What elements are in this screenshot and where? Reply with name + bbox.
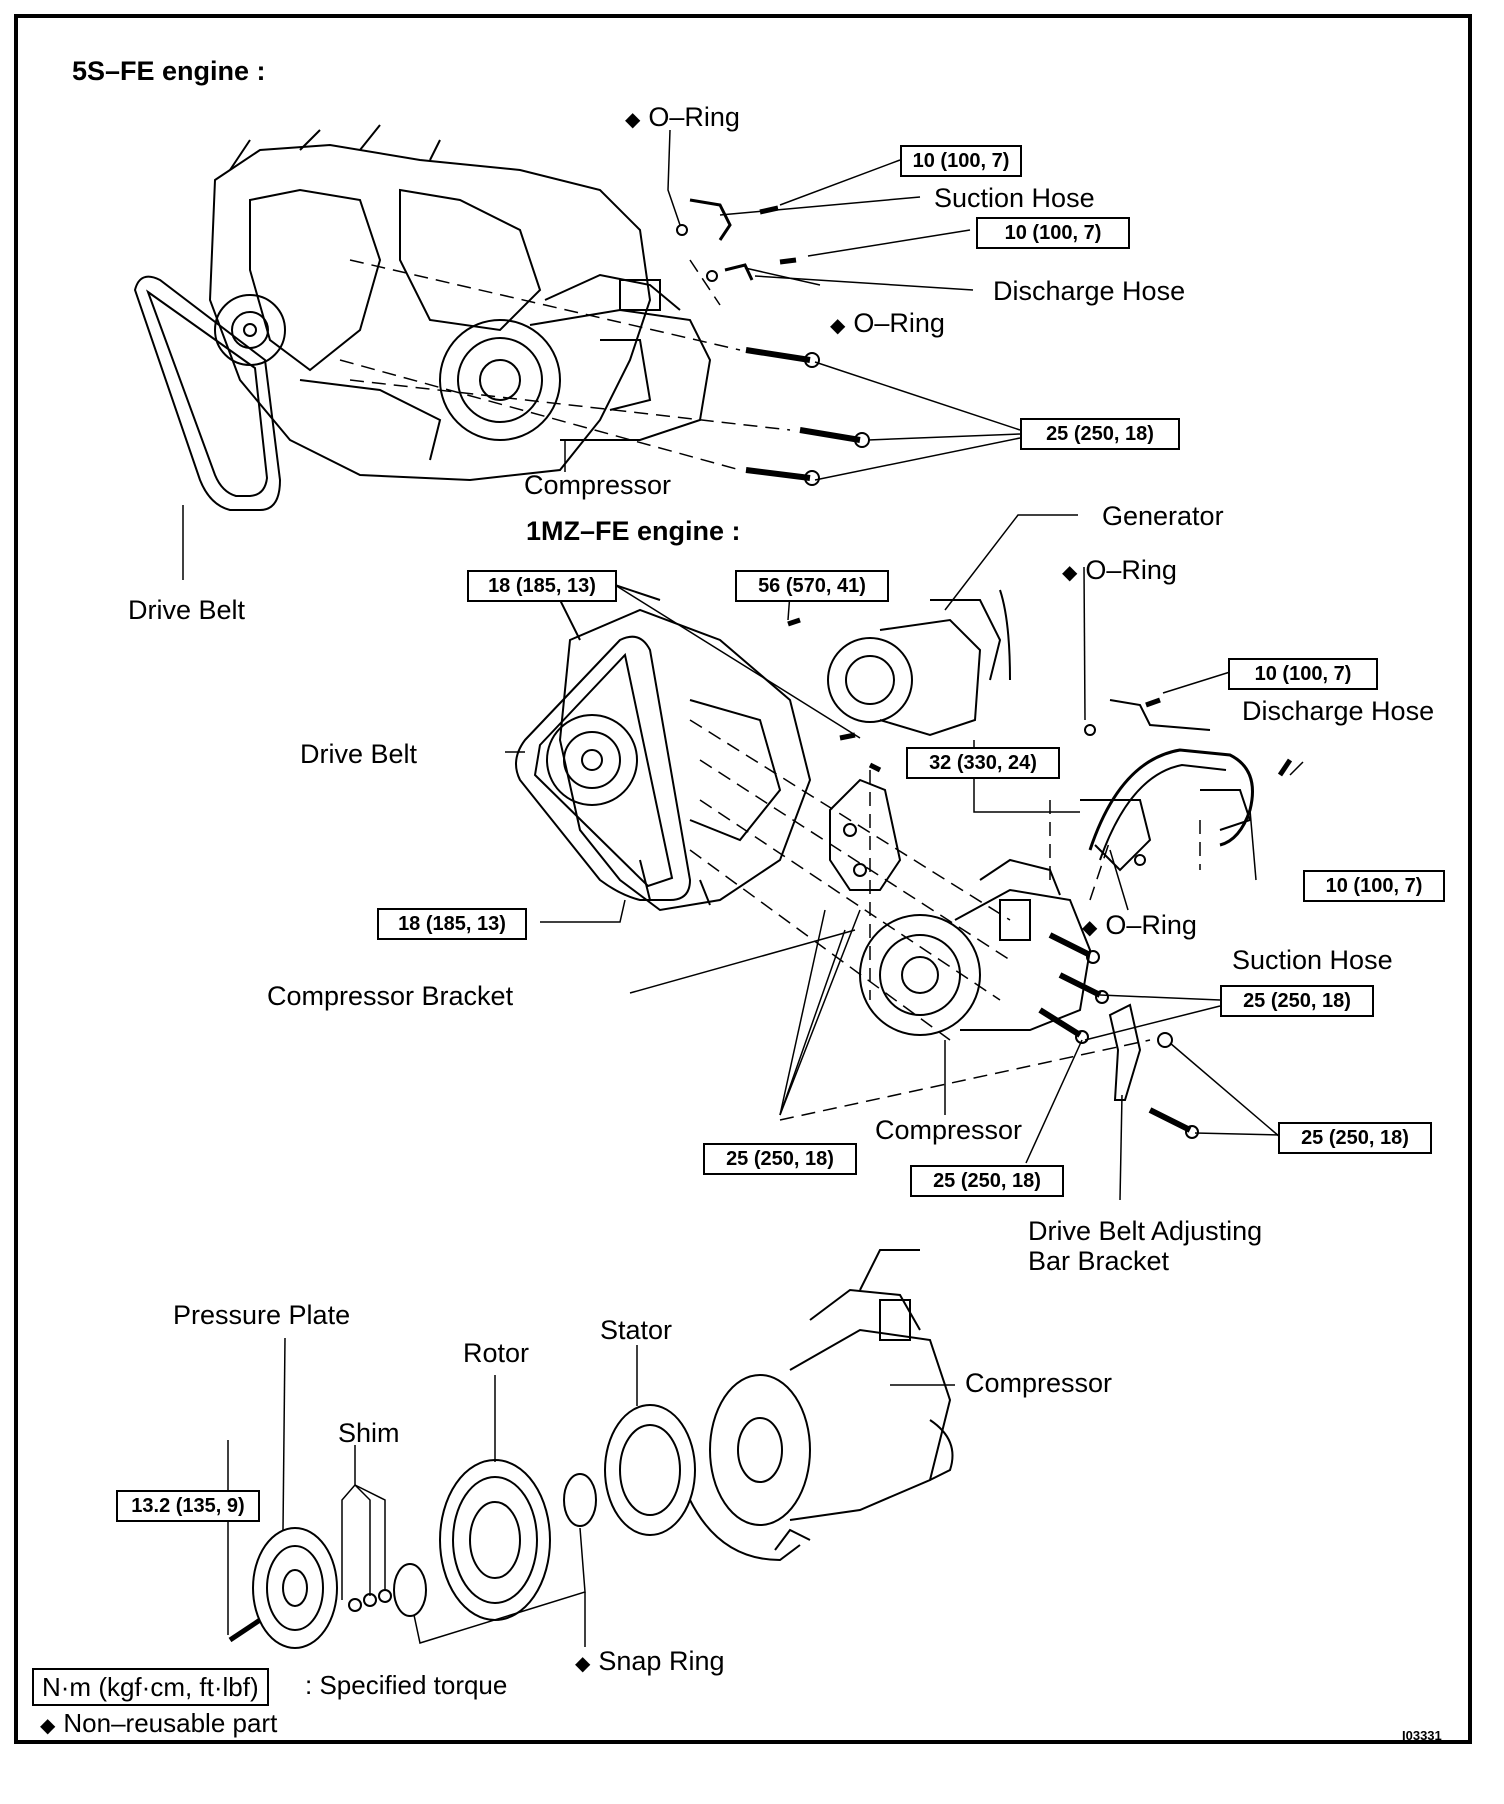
legend-torque-description: : Specified torque: [305, 1670, 508, 1700]
label-o-ring-3: ◆ O–Ring: [1062, 557, 1177, 584]
section-5sfe-title: 5S–FE engine :: [72, 56, 266, 86]
label-adjusting-bracket-line1: Drive Belt Adjusting: [1028, 1216, 1263, 1246]
label-stator: Stator: [600, 1315, 673, 1345]
label-pressure-plate: Pressure Plate: [173, 1300, 351, 1330]
label-adjusting-bracket-line2: Bar Bracket: [1028, 1246, 1170, 1276]
legend-torque-unit-box: N·m (kgf·cm, ft·lbf): [32, 1668, 269, 1706]
diagram-frame: [14, 14, 1472, 1744]
label-rotor: Rotor: [463, 1338, 530, 1368]
diamond-icon: ◆: [625, 109, 641, 131]
compressor-bracket: [829, 778, 902, 891]
label-o-ring-1: ◆ O–Ring: [625, 104, 740, 131]
torque-box-10: 25 (250, 18): [1220, 985, 1374, 1017]
compressor-5sfe: [439, 273, 712, 441]
torque-box-5: 56 (570, 41): [735, 570, 889, 602]
label-text: O–Ring: [648, 102, 740, 132]
label-compressor-bracket: Compressor Bracket: [267, 981, 514, 1011]
torque-box-14: 13.2 (135, 9): [116, 1490, 260, 1522]
label-o-ring-2: ◆ O–Ring: [830, 310, 945, 337]
torque-box-7: 32 (330, 24): [906, 747, 1060, 779]
torque-box-11: 25 (250, 18): [1278, 1122, 1432, 1154]
label-shim: Shim: [338, 1418, 400, 1448]
torque-box-13: 25 (250, 18): [910, 1165, 1064, 1197]
label-text: O–Ring: [1085, 555, 1177, 585]
label-discharge-hose-2: Discharge Hose: [1242, 696, 1435, 726]
label-compressor-2: Compressor: [875, 1115, 1023, 1145]
label-drive-belt-2: Drive Belt: [300, 739, 418, 769]
torque-box-8: 10 (100, 7): [1303, 870, 1445, 902]
legend-nonreusable: ◆ Non–reusable part: [40, 1710, 277, 1736]
figure-id: I03331: [1402, 1728, 1442, 1743]
drive-belt-5sfe: [133, 275, 282, 511]
label-generator: Generator: [1102, 501, 1224, 531]
diamond-icon: ◆: [40, 1715, 56, 1737]
diamond-icon: ◆: [830, 315, 846, 337]
compressor-exploded: [709, 1249, 954, 1526]
label-compressor-1: Compressor: [524, 470, 672, 500]
label-compressor-3: Compressor: [965, 1368, 1113, 1398]
torque-box-6: 10 (100, 7): [1228, 658, 1378, 690]
label-text: Snap Ring: [598, 1646, 725, 1676]
diamond-icon: ◆: [1062, 562, 1078, 584]
diamond-icon: ◆: [1082, 917, 1098, 939]
drive-belt-1mzfe: [515, 635, 692, 901]
legend-nonreusable-text: Non–reusable part: [63, 1708, 278, 1738]
section-1mzfe-title: 1MZ–FE engine :: [526, 516, 741, 546]
label-discharge-hose-1: Discharge Hose: [993, 276, 1186, 306]
label-suction-hose-1: Suction Hose: [934, 183, 1095, 213]
label-text: O–Ring: [1105, 910, 1197, 940]
torque-box-1: 10 (100, 7): [900, 145, 1022, 177]
torque-box-9: 18 (185, 13): [377, 908, 527, 940]
torque-box-2: 10 (100, 7): [976, 217, 1130, 249]
label-suction-hose-2: Suction Hose: [1232, 945, 1393, 975]
stator: [604, 1404, 696, 1536]
label-drive-belt-1: Drive Belt: [128, 595, 246, 625]
label-snap-ring: ◆ Snap Ring: [575, 1648, 724, 1675]
label-o-ring-4: ◆ O–Ring: [1082, 912, 1197, 939]
torque-box-4: 18 (185, 13): [467, 570, 617, 602]
pressure-plate: [252, 1527, 338, 1649]
torque-box-3: 25 (250, 18): [1020, 418, 1180, 450]
label-text: O–Ring: [853, 308, 945, 338]
rotor: [439, 1459, 551, 1621]
generator: [827, 589, 1011, 737]
diamond-icon: ◆: [575, 1653, 591, 1675]
torque-box-12: 25 (250, 18): [703, 1143, 857, 1175]
